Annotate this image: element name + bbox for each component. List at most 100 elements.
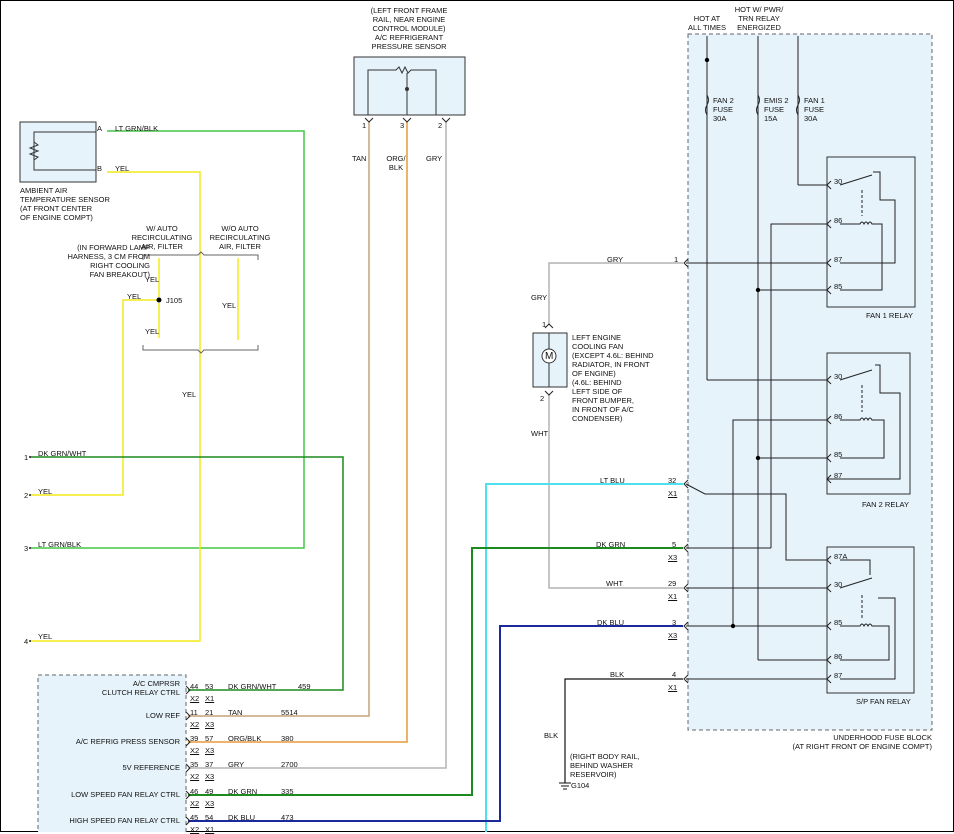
ecm-circuit: 2700	[281, 760, 298, 769]
ac-pin-2: 2	[438, 121, 443, 130]
term-wire-dk-grn: DK GRN	[596, 540, 626, 549]
fuse-block-label: UNDERHOOD FUSE BLOCK (AT RIGHT FRONT OF …	[792, 733, 932, 751]
term-pin-1: 1	[674, 255, 679, 264]
term-conn-x3-b: X3	[668, 631, 678, 640]
conn-pin-3: 3	[24, 544, 29, 553]
ecm-wire: GRY	[228, 760, 245, 769]
ecm-conn-2: X3	[205, 772, 215, 781]
term-wire-dk-blu: DK BLU	[597, 618, 625, 627]
ecm-conn-2: X1	[205, 694, 215, 703]
ecm-pin-x1: 49	[205, 787, 214, 796]
ecm-pin-x1: 53	[205, 682, 214, 691]
ecm-row-name: A/C CMPRSR CLUTCH RELAY CTRL	[101, 679, 180, 697]
wire-label-tan: TAN	[352, 154, 367, 163]
sp-pin-87: 87	[834, 671, 843, 680]
ecm-box	[37, 674, 187, 832]
fan2-pin-86: 86	[834, 412, 843, 421]
ecm-conn-1: X2	[190, 720, 200, 729]
ambient-pin-b: B	[97, 164, 103, 173]
ecm-row-name: HIGH SPEED FAN RELAY CTRL	[69, 816, 180, 825]
wire-dk-grn	[188, 547, 683, 796]
term-wire-lt-blu: LT BLU	[600, 476, 625, 485]
ecm-row-name: LOW REF	[145, 711, 180, 720]
conn-wire-2: YEL	[38, 487, 53, 496]
ground-location: (RIGHT BODY RAIL, BEHIND WASHER RESERVOI…	[570, 752, 640, 779]
conn-pin-4: 4	[24, 637, 29, 646]
emis2-fuse-label: EMIS 2 FUSE 15A	[764, 96, 789, 123]
fan1-pin-86: 86	[834, 216, 843, 225]
conn-wire-3: LT GRN/BLK	[38, 540, 82, 549]
fan-pin-2: 2	[540, 394, 545, 403]
ambient-sensor-label: AMBIENT AIR TEMPERATURE SENSOR (AT FRONT…	[20, 186, 110, 222]
fan2-pin-87: 87	[834, 471, 843, 480]
sp-pin-86: 86	[834, 652, 843, 661]
wire-label-yel-3: YEL	[222, 301, 237, 310]
fan2-relay-name: FAN 2 RELAY	[862, 500, 909, 509]
term-pin-29: 29	[668, 579, 677, 588]
ecm-circuit: 380	[281, 734, 294, 743]
hot-relay-label: HOT W/ PWR/ TRN RELAY ENERGIZED	[734, 5, 784, 32]
fan2-relay-box	[826, 352, 911, 495]
ecm-circuit: 335	[281, 787, 294, 796]
term-wire-gry: GRY	[607, 255, 624, 264]
ac-pin-1: 1	[362, 121, 367, 130]
wire-label-lt-grn-blk: LT GRN/BLK	[115, 124, 159, 133]
ecm-conn-2: X1	[205, 825, 215, 834]
fan1-relay-box	[826, 156, 916, 308]
wire-wht-fan	[548, 395, 683, 589]
ambient-sensor-box	[19, 121, 97, 183]
ecm-conn-2: X3	[205, 746, 215, 755]
with-auto-label: W/ AUTO RECIRCULATING AIR, FILTER	[131, 224, 193, 251]
wire-gry-fan	[548, 262, 683, 325]
fan-pin-1: 1	[542, 320, 547, 329]
wire-dk-blu	[188, 625, 683, 822]
wire-label-yel-4: YEL	[145, 327, 160, 336]
wire-label-yel-2: YEL	[127, 292, 142, 301]
fan1-relay-name: FAN 1 RELAY	[866, 311, 913, 320]
ac-sensor-box	[353, 56, 466, 116]
conn-wire-1: DK GRN/WHT	[38, 449, 87, 458]
wire-dk-grn-wht	[30, 456, 344, 691]
ecm-pin-x2: 45	[190, 813, 199, 822]
without-auto-label: W/O AUTO RECIRCULATING AIR, FILTER	[209, 224, 271, 251]
ecm-pin-x1: 21	[205, 708, 214, 717]
sp-pin-85: 85	[834, 618, 843, 627]
ecm-wire: TAN	[228, 708, 243, 717]
ecm-wire: ORG/BLK	[228, 734, 262, 743]
wire-blk	[564, 678, 683, 783]
ecm-pin-x1: 54	[205, 813, 214, 822]
ecm-conn-1: X2	[190, 746, 200, 755]
splice-j105	[156, 297, 162, 303]
ecm-conn-1: X2	[190, 694, 200, 703]
wire-label-gry: GRY	[426, 154, 443, 163]
sp-pin-30: 30	[834, 580, 843, 589]
ecm-pin-x2: 39	[190, 734, 199, 743]
wire-gry-5v	[188, 122, 447, 769]
ground-wire-label: BLK	[544, 731, 559, 740]
ac-sensor-label: (LEFT FRONT FRAME RAIL, NEAR ENGINE CONT…	[370, 6, 448, 51]
ecm-circuit: 5514	[281, 708, 298, 717]
term-pin-5: 5	[672, 540, 677, 549]
wire-lt-blu	[485, 483, 683, 832]
term-pin-32: 32	[668, 476, 677, 485]
ecm-circuit: 459	[298, 682, 311, 691]
wire-label-org-blk: ORG/ BLK	[386, 154, 406, 172]
wire-label-wht-fan: WHT	[531, 429, 549, 438]
sp-pin-87a: 87A	[834, 552, 848, 561]
conn-wire-4: YEL	[38, 632, 53, 641]
ecm-wire: DK GRN	[228, 787, 258, 796]
cooling-fan-label: LEFT ENGINE COOLING FAN (EXCEPT 4.6L: BE…	[572, 333, 654, 423]
ecm-conn-1: X2	[190, 772, 200, 781]
ecm-pin-x2: 44	[190, 682, 199, 691]
ecm-conn-2: X3	[205, 720, 215, 729]
ecm-pin-x2: 35	[190, 760, 199, 769]
ecm-row-name: 5V REFERENCE	[122, 763, 180, 772]
fan2-pin-30: 30	[834, 372, 843, 381]
ecm-row-name: LOW SPEED FAN RELAY CTRL	[71, 790, 180, 799]
motor-symbol: M	[545, 351, 554, 362]
ac-pin-3: 3	[400, 121, 405, 130]
fan1-pin-85: 85	[834, 282, 843, 291]
sp-relay-name: S/P FAN RELAY	[856, 697, 911, 706]
wire-label-yel-5: YEL	[182, 390, 197, 399]
